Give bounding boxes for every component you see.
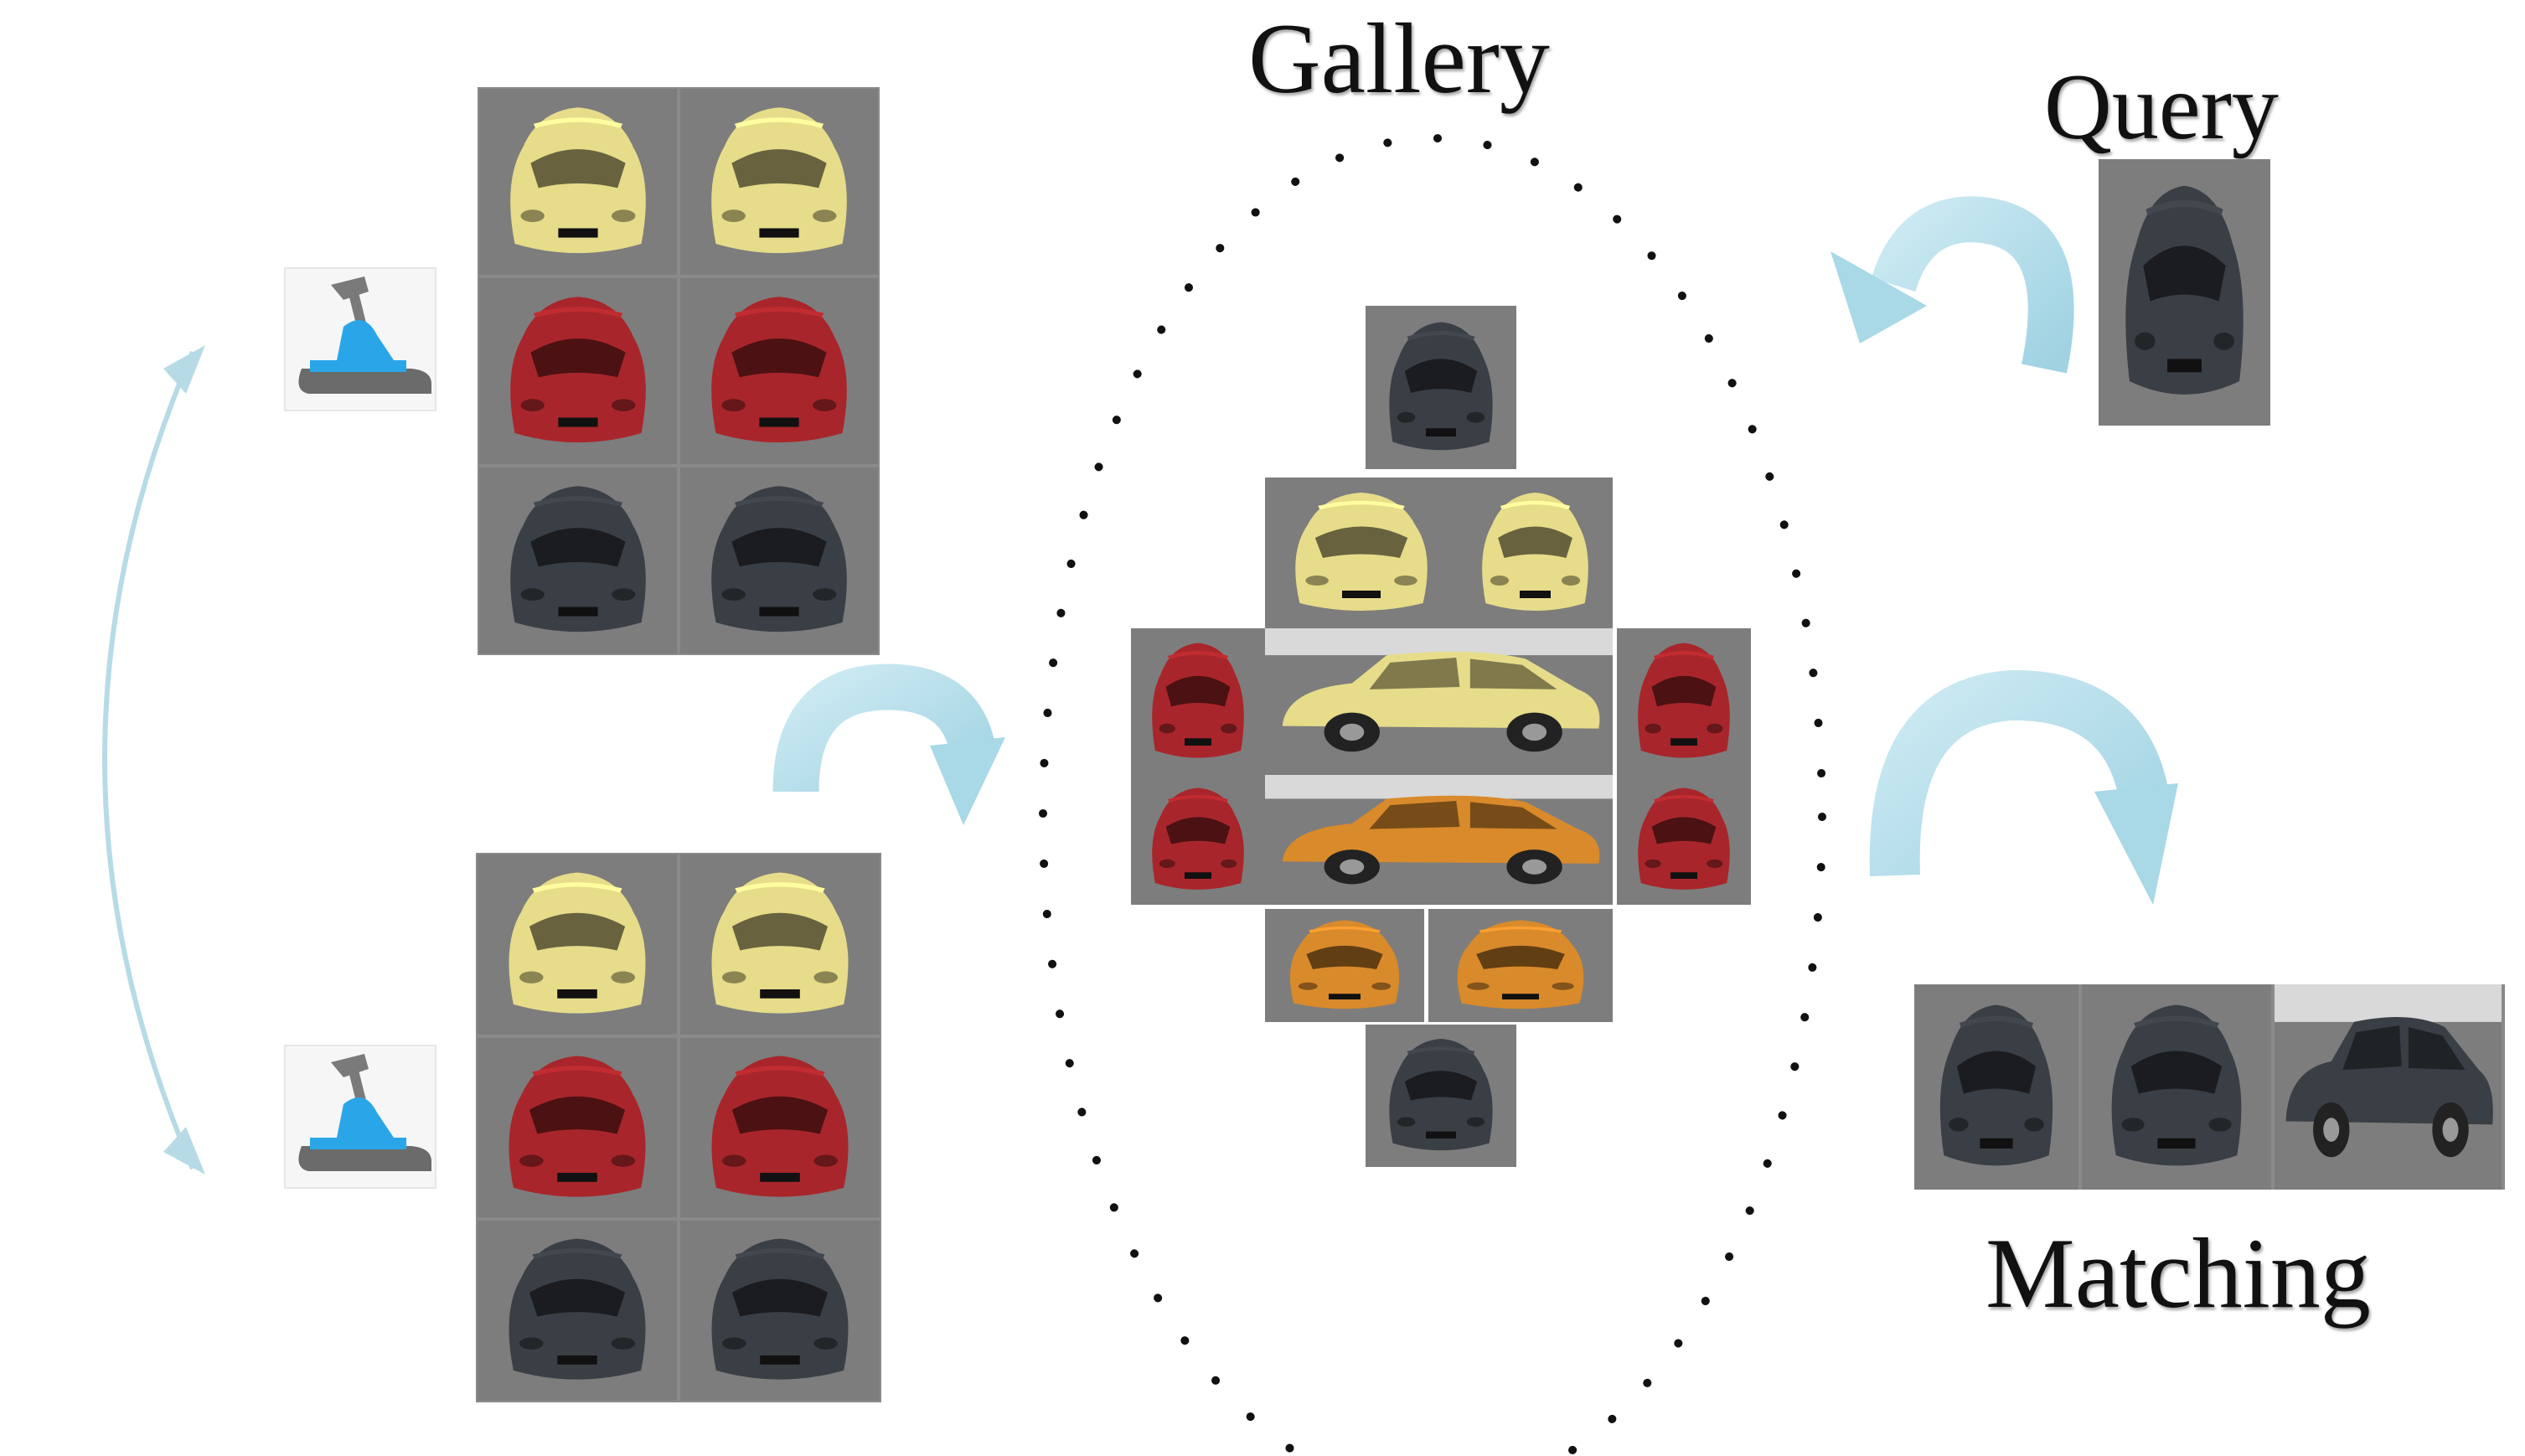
vehicle-image — [1131, 775, 1265, 905]
vehicle-image — [1366, 1025, 1516, 1167]
curved-arrow-icon — [1830, 196, 2074, 374]
vehicle-image — [1914, 984, 2078, 1190]
vehicle-image — [1428, 909, 1613, 1022]
vehicle-image — [479, 467, 677, 653]
vehicle-image — [2082, 984, 2271, 1190]
vehicle-image — [478, 1221, 677, 1401]
vehicle-image — [2099, 159, 2270, 426]
vehicle-image — [478, 1037, 677, 1218]
matching-label: Matching — [1985, 1217, 2371, 1329]
gallery-boundary — [1039, 134, 1826, 1456]
vehicle-image — [1265, 909, 1424, 1022]
gallery-label: Gallery — [1248, 3, 1550, 114]
vehicle-image — [680, 278, 878, 464]
vehicle-image — [680, 89, 878, 275]
vehicle-image — [680, 467, 878, 653]
matching-results — [1914, 984, 2505, 1190]
double-headed-arrow-icon — [102, 345, 205, 1175]
vehicle-image — [1617, 775, 1751, 905]
vehicle-image — [2275, 984, 2502, 1190]
vehicle-image — [1617, 628, 1751, 775]
query-image — [2099, 159, 2270, 426]
camera-icon — [284, 267, 436, 411]
vehicle-image — [680, 1037, 880, 1218]
vehicle-image — [1131, 628, 1265, 775]
vehicle-image — [478, 854, 677, 1035]
vehicle-image — [680, 854, 880, 1035]
curved-arrow-icon — [1869, 669, 2178, 905]
vehicle-image — [1265, 775, 1613, 905]
vehicle-image — [1265, 628, 1613, 775]
vehicle-image — [1366, 306, 1516, 469]
vehicle-image — [1458, 478, 1613, 628]
camera-icon — [284, 1045, 436, 1189]
gallery-image-set — [1131, 306, 1751, 1177]
curved-arrow-icon — [772, 663, 1005, 825]
vehicle-image — [479, 89, 677, 275]
vehicle-image — [1265, 478, 1458, 628]
camera-2-image-group — [476, 853, 881, 1402]
vehicle-image — [680, 1221, 880, 1401]
query-label: Query — [2044, 55, 2279, 159]
vehicle-image — [479, 278, 677, 464]
camera-1-image-group — [478, 87, 880, 655]
